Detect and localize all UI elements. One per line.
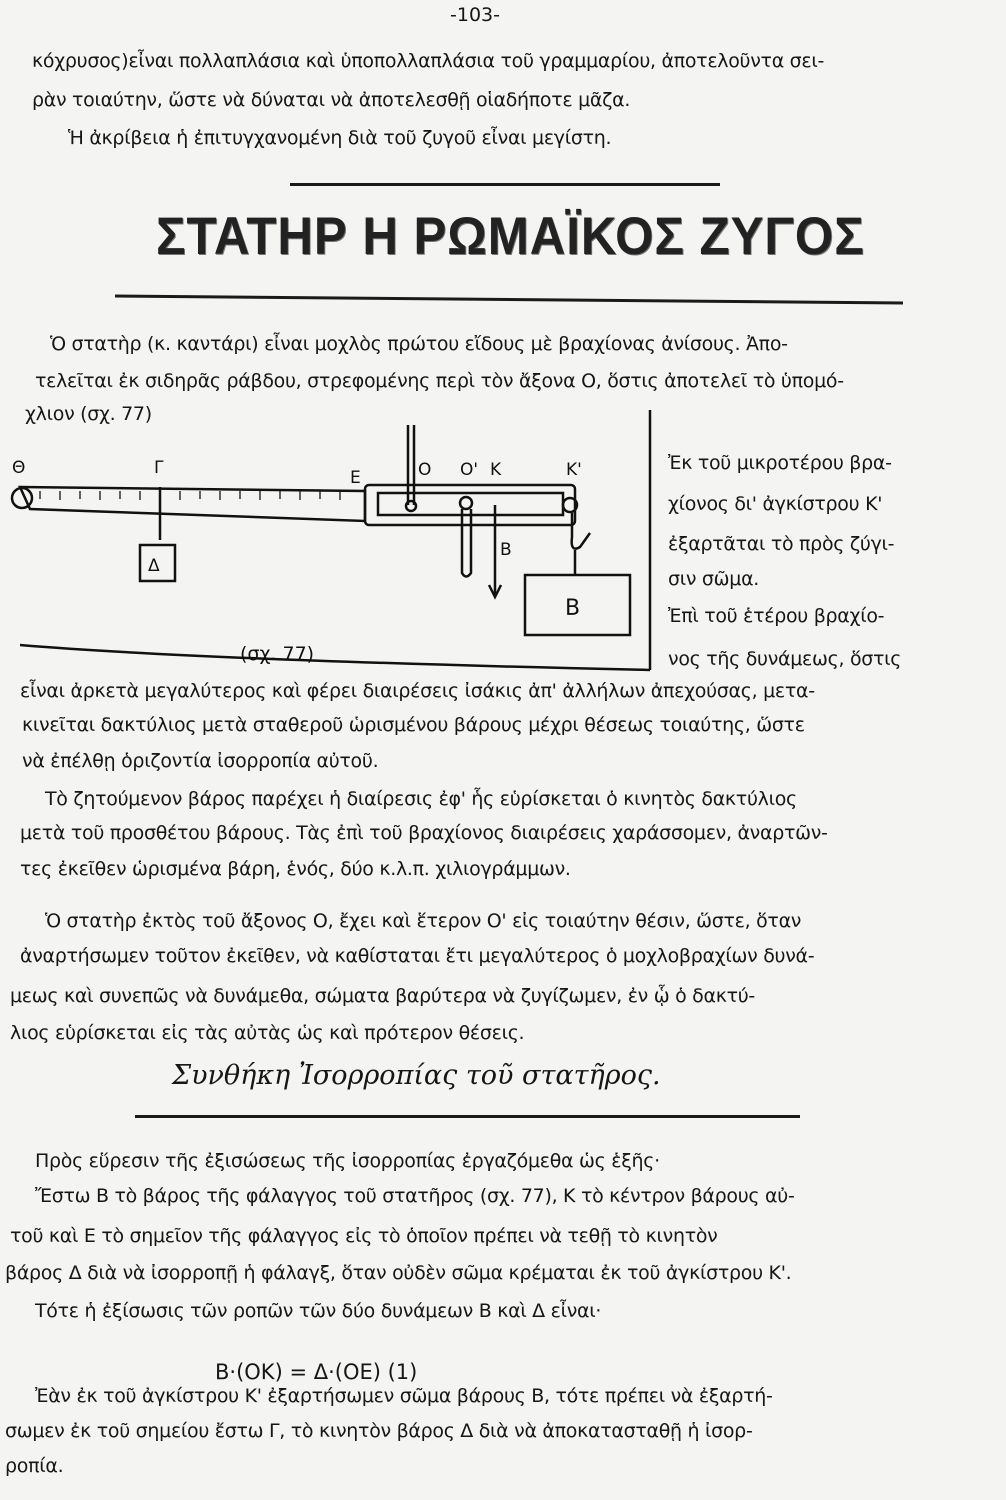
intro-line: ρὰν τοιαύτην, ὥστε νὰ δύναται νὰ ἀποτελε… — [32, 89, 631, 111]
closing-line: σωμεν ἐκ τοῦ σημείου ἔστω Γ, τὸ κινητὸν … — [5, 1420, 753, 1442]
final-line: τοῦ καὶ Ε τὸ σημεῖον τῆς φάλαγγος εἰς τὸ… — [10, 1225, 718, 1247]
label-b-arrow: Β — [500, 540, 512, 560]
side-line: νος τῆς δυνάμεως, ὅστις — [668, 648, 902, 670]
equilibrium-equation: Β·(ΟΚ) = Δ·(ΟΕ) (1) — [215, 1360, 418, 1384]
body-line: κινεῖται δακτύλιος μετὰ σταθεροῦ ὡρισμέν… — [22, 714, 805, 736]
paragraph-line: χλιον (σχ. 77) — [25, 403, 152, 425]
paragraph-line: τελεῖται ἐκ σιδηρᾶς ράβδου, στρεφομένης … — [35, 370, 844, 392]
label-o: Ο — [418, 460, 431, 480]
body-line: μετὰ τοῦ προσθέτου βάρους. Τὰς ἐπὶ τοῦ β… — [20, 822, 828, 844]
label-k-prime: Κ' — [566, 460, 582, 480]
divider — [290, 183, 720, 186]
closing-line: Ἐὰν ἐκ τοῦ ἀγκίστρου Κ' ἐξαρτήσωμεν σῶμα… — [35, 1385, 773, 1407]
section-title: ΣΤΑΤΗΡ Η ΡΩΜΑΪΚΟΣ ΖΥΓΟΣ — [156, 207, 865, 266]
beam-scale — [18, 485, 367, 523]
side-line: ἐξαρτᾶται τὸ πρὸς ζύγι- — [668, 533, 895, 555]
sliding-weight-delta — [138, 543, 177, 583]
body-line: λιος εὑρίσκεται εἰς τὰς αὐτὰς ὡς καὶ πρό… — [10, 1022, 525, 1044]
side-line: Ἐκ τοῦ μικροτέρου βρα- — [668, 452, 892, 474]
steelyard-figure: Θ Γ Ε Ο Ο' Κ Κ' Β Β Δ (σχ. 77) — [10, 410, 652, 672]
body-line: τες ἐκεῖθεν ὡρισμένα βάρη, ἑνός, δύο κ.λ… — [20, 858, 571, 880]
load-body-b — [523, 573, 632, 637]
intro-line: κόχρυσος)εἶναι πολλαπλάσια καὶ ὑποπολλαπ… — [32, 50, 825, 72]
pivot-hook-o-prime — [460, 509, 473, 578]
body-line: νὰ ἐπέλθῃ ὁριζοντία ἰσορροπία αὐτοῦ. — [22, 750, 379, 772]
final-line: Τότε ἡ ἐξίσωσις τῶν ροπῶν τῶν δύο δυνάμε… — [35, 1300, 602, 1322]
final-line: Πρὸς εὕρεσιν τῆς ἐξισώσεως τῆς ἰσορροπία… — [35, 1150, 660, 1172]
title-underline — [115, 294, 903, 305]
body-line: Ὁ στατὴρ ἐκτὸς τοῦ ἄξονος Ο, ἔχει καὶ ἕτ… — [45, 910, 802, 932]
final-line: βάρος Δ διὰ νὰ ἰσορροπῇ ἡ φάλαγξ, ὅταν ο… — [5, 1262, 792, 1284]
closing-line: ροπία. — [5, 1455, 64, 1477]
intro-line: Ἡ ἀκρίβεια ἡ ἐπιτυγχανομένη διὰ τοῦ ζυγο… — [68, 127, 612, 149]
figure-baseline — [19, 643, 651, 672]
page-number: -103- — [450, 4, 500, 26]
label-theta: Θ — [12, 458, 25, 478]
paragraph-line: Ὁ στατὴρ (κ. καντάρι) εἶναι μοχλὸς πρώτο… — [50, 333, 788, 355]
hook-k-prime — [570, 513, 592, 550]
body-line: Τὸ ζητούμενον βάρος παρέχει ἡ διαίρεσις … — [45, 788, 797, 810]
body-line: μεως καὶ συνεπῶς νὰ δυνάμεθα, σώματα βαρ… — [10, 985, 755, 1007]
body-line: ἀναρτήσωμεν τοῦτον ἐκεῖθεν, νὰ καθίστατα… — [20, 945, 815, 967]
subsection-title: Συνθήκη Ἰσορροπίας τοῦ στατῆρος. — [172, 1060, 661, 1091]
label-k: Κ — [490, 460, 502, 480]
final-line: Ἔστω Β τὸ βάρος τῆς φάλαγγος τοῦ στατῆρο… — [35, 1185, 795, 1207]
label-gamma: Γ — [154, 458, 164, 478]
label-o-prime: Ο' — [460, 460, 478, 480]
subtitle-underline — [135, 1115, 800, 1118]
side-line: Ἐπὶ τοῦ ἑτέρου βραχίο- — [668, 605, 885, 627]
side-line: χίονος δι' ἀγκίστρου Κ' — [668, 493, 883, 515]
label-epsilon: Ε — [350, 468, 361, 488]
side-line: σιν σῶμα. — [668, 568, 760, 590]
label-delta: Δ — [148, 556, 160, 576]
figure-caption: (σχ. 77) — [240, 643, 314, 665]
label-b-box: Β — [565, 596, 580, 621]
body-line: εἶναι ἀρκετὰ μεγαλύτερος καὶ φέρει διαιρ… — [20, 680, 815, 702]
